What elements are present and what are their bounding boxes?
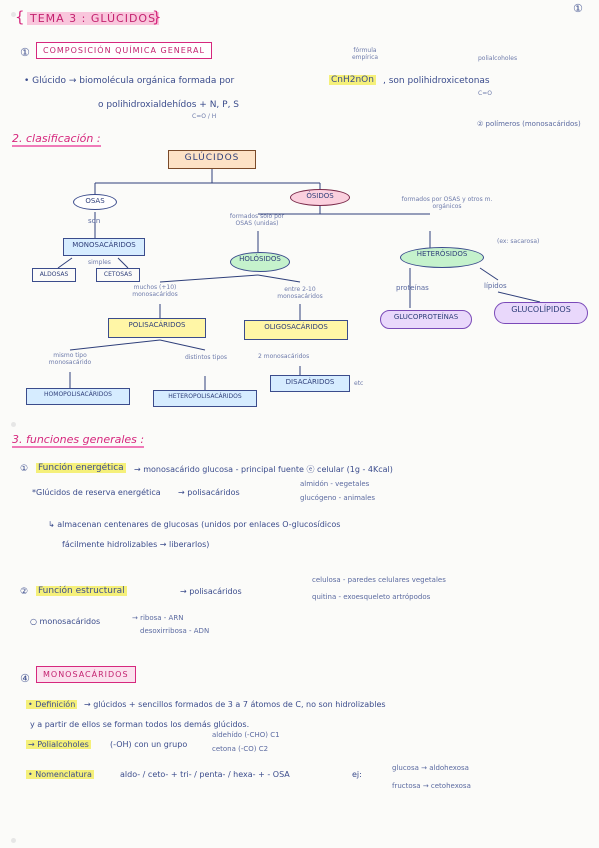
node-heterosidos: HETERÓSIDOS bbox=[400, 247, 484, 268]
section2-heading: 2. clasificación : bbox=[12, 132, 101, 147]
section1-number: ① bbox=[20, 46, 30, 59]
section3-heading: 3. funciones generales : bbox=[12, 433, 145, 448]
lipidos-label: lípidos bbox=[484, 282, 507, 290]
simples-label: simples bbox=[88, 259, 111, 266]
ex-note: (ex: sacarosa) bbox=[497, 238, 540, 245]
node-holosidos: HOLÓSIDOS bbox=[230, 252, 290, 272]
section4-heading: MONOSACÁRIDOS bbox=[36, 666, 136, 683]
node-glucoproteinas: GLUCOPROTEÍNAS bbox=[380, 310, 472, 329]
glucogeno: glucógeno - animales bbox=[300, 494, 376, 502]
quitina: quitina - exoesqueleto artrópodos bbox=[312, 593, 431, 601]
etc-label: etc bbox=[354, 380, 364, 387]
node-disacaridos: DISACÁRIDOS bbox=[270, 375, 350, 392]
almacenan-text: ↳ almacenan centenares de glucosas (unid… bbox=[48, 520, 341, 529]
node-glucolipidos: GLUCOLÍPIDOS bbox=[494, 302, 588, 324]
section1-heading: COMPOSICIÓN QUÍMICA GENERAL bbox=[36, 42, 212, 59]
reserva-arrow: → polisacáridos bbox=[178, 488, 240, 497]
cho-note: C=O / H bbox=[192, 113, 217, 120]
distintos-note: distintos tipos bbox=[184, 354, 228, 361]
f1-text: → monosacárido glucosa - principal fuent… bbox=[134, 465, 393, 474]
page-number: ① bbox=[573, 2, 583, 15]
node-osas: OSAS bbox=[73, 194, 117, 210]
node-heteropolisacaridos: HETEROPOLISACÁRIDOS bbox=[153, 390, 257, 407]
dos-note: 2 monosacáridos bbox=[258, 353, 310, 360]
binder-hole bbox=[11, 838, 16, 843]
glucosa: glucosa → aldohexosa bbox=[392, 764, 469, 772]
co-note: C=O bbox=[478, 90, 492, 97]
section1-line1-prefix: • Glúcido → biomolécula orgánica formada… bbox=[24, 76, 235, 86]
nom-label: • Nomenclatura bbox=[26, 770, 94, 779]
section3-heading-text: 3. funciones generales : bbox=[12, 433, 145, 448]
fructosa: fructosa → cetohexosa bbox=[392, 782, 471, 790]
mono-label: ○ monosacáridos bbox=[30, 617, 101, 626]
node-homopolisacaridos: HOMOPOLISACÁRIDOS bbox=[26, 388, 130, 405]
entre-note: entre 2-10 monosacáridos bbox=[277, 286, 323, 300]
formula: CnH2nOn bbox=[329, 75, 376, 85]
node-cetosas: CETOSAS bbox=[96, 268, 140, 282]
poli-label-text: → Polialcoholes bbox=[26, 740, 91, 749]
holo-note: formados solo por OSAS (unidas) bbox=[229, 213, 285, 227]
celulosa: celulosa - paredes celulares vegetales bbox=[312, 576, 446, 584]
node-oligosacaridos: OLIGOSACÁRIDOS bbox=[244, 320, 348, 340]
ej-label: ej: bbox=[352, 770, 362, 779]
poli-text: (-OH) con un grupo bbox=[110, 740, 188, 749]
hidrolizables-text: fácilmente hidrolizables → liberarlos) bbox=[62, 540, 210, 549]
title-brace-right: } bbox=[152, 8, 162, 26]
f2-label: Función estructural bbox=[36, 586, 127, 596]
def-text: → glúcidos + sencillos formados de 3 a 7… bbox=[84, 700, 386, 709]
polialcohols-note: polialcoholes bbox=[478, 55, 518, 62]
almidon: almidón - vegetales bbox=[300, 480, 370, 488]
hetero-note: formados por OSAS y otros m. orgánicos bbox=[401, 196, 493, 210]
node-polisacaridos: POLISACÁRIDOS bbox=[108, 318, 206, 338]
node-monosacaridos: MONOSACÁRIDOS bbox=[63, 238, 145, 256]
poli-label: → Polialcoholes bbox=[26, 740, 91, 749]
title-brace-left: { bbox=[15, 8, 25, 26]
aldehido: aldehído (-CHO) C1 bbox=[212, 731, 280, 739]
def-text2: y a partir de ellos se forman todos los … bbox=[30, 720, 250, 729]
f1-label: Función energética bbox=[36, 463, 126, 473]
def-label: • Definición bbox=[26, 700, 78, 709]
proteinas-label: proteínas bbox=[396, 284, 429, 292]
son-label: son bbox=[88, 217, 101, 225]
node-osidos: ÓSIDOS bbox=[290, 189, 350, 206]
f2-number: ② bbox=[20, 587, 29, 597]
node-aldosas: ALDOSAS bbox=[32, 268, 76, 282]
section1-line1-suffix: , son polihidroxicetonas bbox=[383, 76, 490, 86]
section1-line2: o polihidroxialdehídos + N, P, S bbox=[98, 100, 240, 110]
node-glucidos: GLÚCIDOS bbox=[168, 150, 256, 169]
desoxirribosa: desoxirribosa - ADN bbox=[140, 627, 210, 635]
f2-arrow: → polisacáridos bbox=[180, 587, 242, 596]
f1-number: ① bbox=[20, 464, 29, 474]
muchos-note: muchos (+10) monosacáridos bbox=[132, 284, 178, 298]
section2-heading-text: 2. clasificación : bbox=[12, 132, 101, 147]
binder-hole bbox=[11, 12, 16, 17]
mismo-note: mismo tipo monosacárido bbox=[48, 352, 92, 366]
page-title: TEMA 3 : GLÚCIDOS bbox=[27, 12, 160, 25]
def-label-text: • Definición bbox=[26, 700, 78, 709]
reserva-label: *Glúcidos de reserva energética bbox=[32, 488, 161, 497]
formula-note: fórmula empírica bbox=[351, 47, 379, 61]
section4-number: ④ bbox=[20, 672, 30, 685]
binder-hole bbox=[11, 422, 16, 427]
cetona: cetona (-CO) C2 bbox=[212, 745, 269, 753]
polymers-note: ② polímeros (monosacáridos) bbox=[477, 120, 581, 128]
nom-label-text: • Nomenclatura bbox=[26, 770, 94, 779]
ribosa: → ribosa - ARN bbox=[132, 614, 184, 622]
nom-parts: aldo- / ceto- + tri- / penta- / hexa- + … bbox=[120, 770, 290, 779]
